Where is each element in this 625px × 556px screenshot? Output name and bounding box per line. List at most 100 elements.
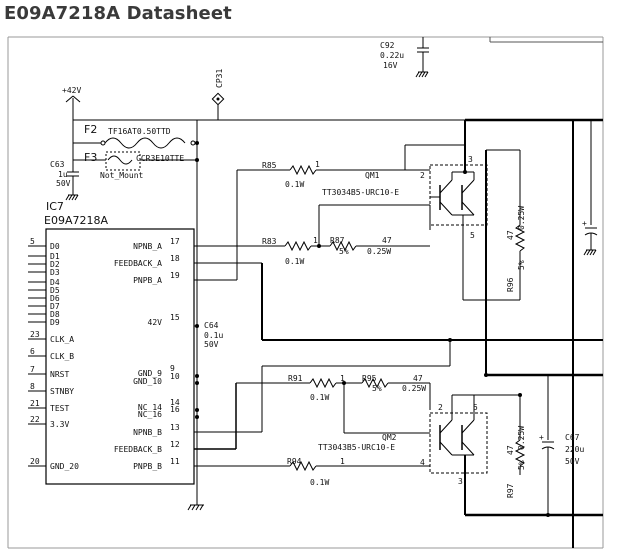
ic-left-pin-name: TEST (50, 404, 69, 413)
supply-label: +42V (62, 86, 81, 95)
ic-right-pin-name: NPNB_B (133, 428, 162, 437)
ic-left-pin-name: D5 (50, 286, 60, 295)
ic-left-pin-name: 3.3V (50, 420, 69, 429)
ic-left-pin-number: 6 (30, 347, 35, 356)
ic-left-pin-number: 7 (30, 365, 35, 374)
c64-capacitor: C64 0.1u 50V (204, 321, 223, 349)
r87-label: R87 (330, 236, 345, 245)
qm2-pin5: 5 (473, 403, 478, 412)
ic-left-pin-name: D1 (50, 252, 60, 261)
ic-right-pin-name: GND_9 (138, 369, 162, 378)
ic-left-pin-name: D3 (50, 268, 60, 277)
ic-left-pin-number: 23 (30, 330, 40, 339)
c67-voltage: 50V (565, 457, 580, 466)
ic-left-pin-number: 21 (30, 399, 40, 408)
c64-label: C64 (204, 321, 219, 330)
f3-fuse: F3 CCR3E10TTE Not_Mount (73, 151, 197, 180)
qm2-part: TT3043B5-URC10-E (318, 443, 395, 452)
c63-value: 1u (58, 170, 68, 179)
r97-pct: 5% (517, 460, 526, 470)
r87-pct: 5% (339, 247, 349, 256)
r96-resistor: R96 5% 47 0.25W (463, 206, 526, 301)
r91-node: 1 (340, 374, 345, 383)
not-mount-label: Not_Mount (100, 171, 144, 180)
ic7: IC7 E09A7218A 5D0D1D2D3D4D5D6D7D8D923CLK… (28, 200, 195, 485)
r83-value: 0.1W (285, 257, 304, 266)
r95-value: 0.25W (402, 384, 426, 393)
plus-marker: + (582, 219, 587, 228)
r85-label: R85 (262, 161, 277, 170)
r96-pct: 5% (517, 260, 526, 270)
c92-voltage: 16V (383, 61, 398, 70)
qm2-label: QM2 (382, 433, 397, 442)
ic-left-pin-name: CLK_A (50, 335, 74, 344)
r95-pct: 5% (372, 384, 382, 393)
ic-left-pin-name: D6 (50, 294, 60, 303)
ic-left-pin-name: D2 (50, 260, 60, 269)
c-top-right: + (582, 120, 598, 256)
r97-label: R97 (506, 483, 515, 498)
r94-value: 0.1W (310, 478, 329, 487)
r95-label: R95 (362, 374, 377, 383)
ic-right-pin-number: 15 (170, 313, 180, 322)
ic-right-pin-number: 19 (170, 271, 180, 280)
ic-left-pin-number: 5 (30, 237, 35, 246)
c92-value: 0.22u (380, 51, 404, 60)
ic-right-pin-name: PNPB_B (133, 462, 162, 471)
ic-left-pin-number: 22 (30, 415, 40, 424)
cp31-testpoint: CP31 (211, 69, 225, 120)
ic-right-pin-number: 17 (170, 237, 180, 246)
c63-voltage: 50V (56, 179, 71, 188)
ic-right-pin-number: 16 (170, 405, 180, 414)
r83-label: R83 (262, 237, 277, 246)
ic-left-pin-name: NRST (50, 370, 69, 379)
ic-left-pin-name: D9 (50, 318, 60, 327)
r96-value: 0.25W (517, 206, 526, 230)
r95-47: 47 (413, 374, 423, 383)
c67-plus: + (539, 433, 544, 442)
qm1-label: QM1 (365, 171, 380, 180)
r96-label: R96 (506, 277, 515, 292)
c64-value: 0.1u (204, 331, 223, 340)
f3-part: CCR3E10TTE (136, 154, 184, 163)
qm2-pin4: 4 (420, 458, 425, 467)
qm1-pin2: 2 (420, 171, 425, 180)
f2-fuse: F2 TF16AT0.50TTD (73, 120, 198, 160)
r94-node: 1 (340, 457, 345, 466)
ic-right-pin-name: FEEDBACK_B (114, 445, 162, 454)
r91-label: R91 (288, 374, 303, 383)
r83-node: 1 (313, 236, 318, 245)
r87-47: 47 (382, 236, 392, 245)
ic-left-pin-name: D8 (50, 310, 60, 319)
c63-capacitor: C63 1u 50V (50, 160, 79, 201)
c67-label: C67 (565, 433, 580, 442)
ic-right-pin-number: 10 (170, 372, 180, 381)
f3-label: F3 (84, 151, 97, 164)
c64-voltage: 50V (204, 340, 219, 349)
ic-left-pin-number: 8 (30, 382, 35, 391)
cp31-label: CP31 (215, 69, 224, 88)
ic-left-pin-name: D4 (50, 278, 60, 287)
c92-capacitor: C92 0.22u 16V (380, 37, 429, 78)
ic-right-pin-number: 12 (170, 440, 180, 449)
ic-right-pin-name: 42V (148, 318, 163, 327)
qm2-transistor: QM2 TT3043B5-URC10-E 2 5 4 3 (318, 394, 488, 515)
ic-left-pin-name: STNBY (50, 387, 74, 396)
qm2-pin3: 3 (458, 477, 463, 486)
r91-value: 0.1W (310, 393, 329, 402)
ic-left-pins: 5D0D1D2D3D4D5D6D7D8D923CLK_A6CLK_B7NRST8… (28, 237, 79, 471)
ic-left-pin-name: D0 (50, 242, 60, 251)
ic-right-pin-number: 18 (170, 254, 180, 263)
ic-right-pin-name: NC_16 (138, 410, 162, 419)
ic-part: E09A7218A (44, 214, 108, 227)
f2-label: F2 (84, 123, 97, 136)
ic-right-pin-name: GND_10 (133, 377, 162, 386)
qm1-transistor: QM1 TT3034B5-URC10-E 2 3 5 (322, 120, 488, 300)
ic-right-pin-name: PNPB_A (133, 276, 162, 285)
ic-right-pin-name: NC_14 (138, 403, 162, 412)
supply-42v: +42V (62, 86, 465, 160)
r85-node: 1 (315, 160, 320, 169)
r97-value: 0.25W (517, 426, 526, 450)
